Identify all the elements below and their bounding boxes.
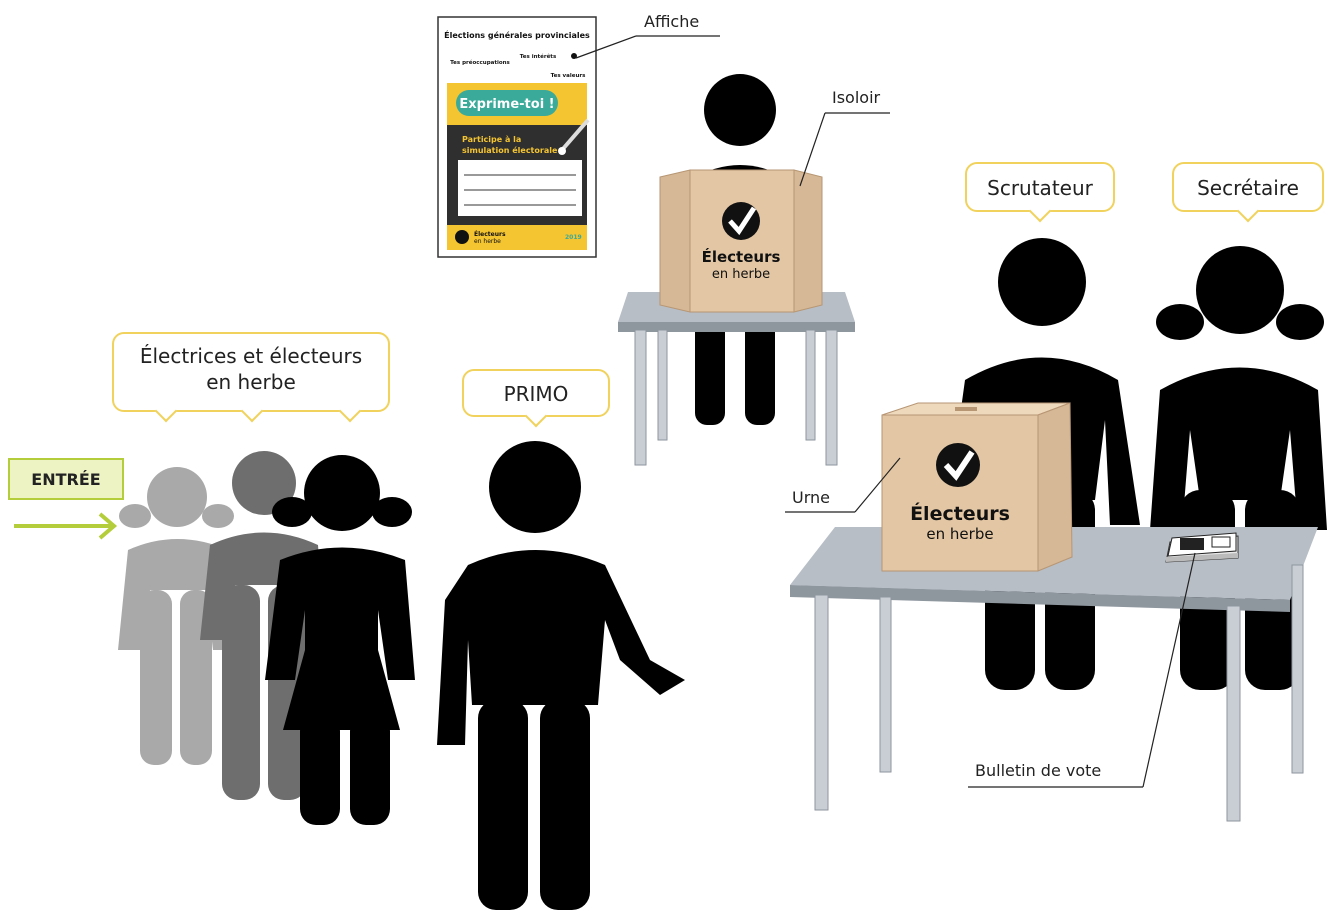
booth-brand-line2: en herbe xyxy=(712,267,770,282)
svg-text:Tes intérêts: Tes intérêts xyxy=(520,53,557,60)
voter-dark xyxy=(265,455,415,825)
svg-text:Exprime-toi !: Exprime-toi ! xyxy=(459,97,554,112)
svg-text:Participe à la: Participe à la xyxy=(462,135,521,144)
entree-label: ENTRÉE xyxy=(8,458,124,500)
urn-brand-line1: Électeurs xyxy=(910,502,1010,525)
svg-text:Électeurs: Électeurs xyxy=(474,230,506,238)
poster: Élections générales provinciales Tes int… xyxy=(437,16,597,258)
primo-bubble-text: PRIMO xyxy=(503,382,569,406)
scrutateur-bubble-text: Scrutateur xyxy=(987,176,1093,200)
booth-brand-line1: Électeurs xyxy=(702,247,781,266)
voting-booth: Électeurs en herbe xyxy=(659,169,823,313)
voter-mid xyxy=(200,451,325,800)
svg-text:simulation électorale: simulation électorale xyxy=(462,145,558,155)
booth-table xyxy=(618,292,855,466)
affiche-leader xyxy=(575,35,720,59)
ballot-stack xyxy=(1165,532,1239,563)
isoloir-leader xyxy=(799,112,890,187)
urn-brand-line2: en herbe xyxy=(926,525,993,543)
ballot-box: Électeurs en herbe xyxy=(881,402,1073,572)
svg-text:Élections générales provincial: Élections générales provinciales xyxy=(444,29,590,40)
secretaire-bubble: Secrétaire xyxy=(1172,162,1324,223)
urne-leader xyxy=(785,457,901,513)
svg-text:2019: 2019 xyxy=(565,234,582,241)
primo-bubble: PRIMO xyxy=(462,369,610,428)
svg-text:Tes valeurs: Tes valeurs xyxy=(551,73,586,79)
urne-label: Urne xyxy=(792,488,830,507)
secretaire-bubble-text: Secrétaire xyxy=(1197,176,1299,200)
affiche-label: Affiche xyxy=(644,12,699,31)
voters-bubble-text: Électrices et électeurs en herbe xyxy=(139,344,363,394)
entree-arrow xyxy=(14,512,118,540)
primo-figure xyxy=(437,441,685,910)
voters-bubble: Électrices et électeurs en herbe xyxy=(112,332,390,423)
isoloir-label: Isoloir xyxy=(832,88,881,107)
svg-text:Tes préoccupations: Tes préoccupations xyxy=(450,59,510,66)
svg-text:en herbe: en herbe xyxy=(474,238,501,245)
bulletin-label: Bulletin de vote xyxy=(975,761,1101,780)
scrutateur-bubble: Scrutateur xyxy=(965,162,1115,223)
bulletin-leader xyxy=(968,552,1196,788)
